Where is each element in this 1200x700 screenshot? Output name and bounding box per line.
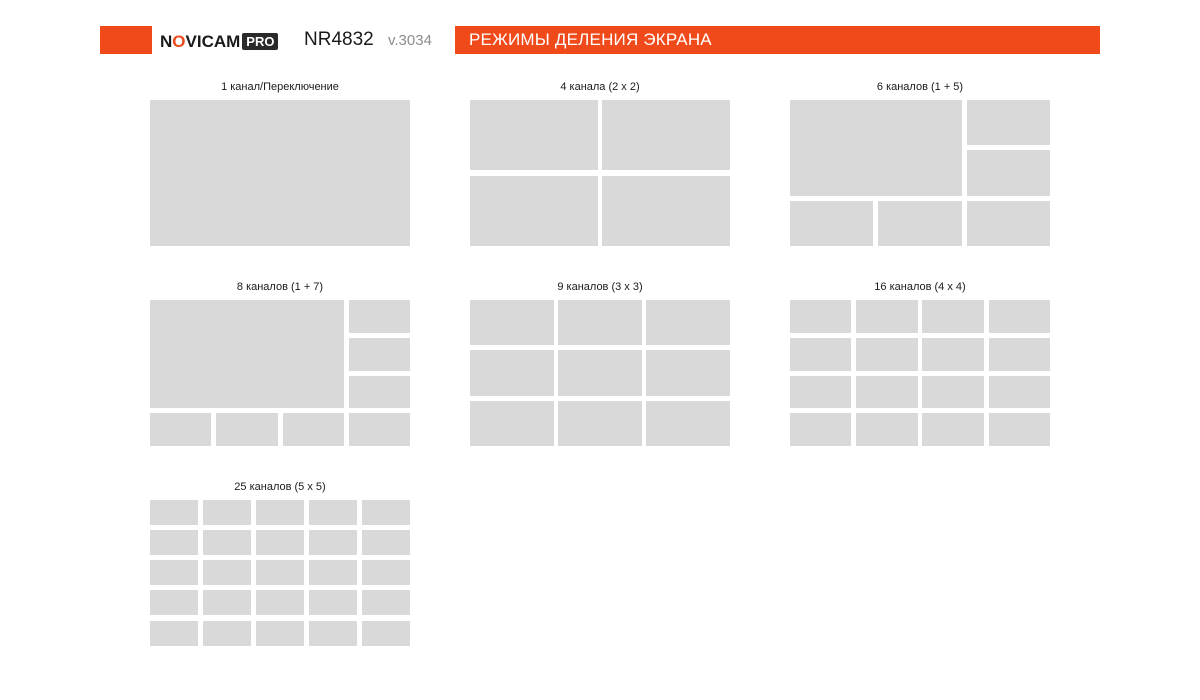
channel-tile-8-1	[150, 300, 344, 408]
model-number: NR4832	[304, 29, 374, 50]
channel-tile-25-6	[150, 530, 198, 555]
novicam-pro-logo: NOVICAM PRO	[160, 31, 279, 51]
layout-title-16: 16 каналов (4 х 4)	[874, 281, 966, 293]
channel-tile-25-21	[150, 621, 198, 646]
channel-tile-16-3	[922, 300, 984, 333]
channel-tile-9-2	[558, 300, 642, 345]
channel-tile-25-19	[309, 590, 357, 615]
channel-tile-8-7	[283, 413, 344, 446]
channel-tile-9-4	[470, 350, 554, 396]
channel-tile-8-5	[150, 413, 211, 446]
channel-tile-25-2	[203, 500, 251, 525]
channel-tile-16-10	[856, 376, 918, 408]
channel-tile-25-1	[150, 500, 198, 525]
channel-tile-6-2	[967, 100, 1050, 145]
channel-tile-16-13	[790, 413, 851, 446]
layout-title-25: 25 каналов (5 х 5)	[234, 481, 326, 493]
layout-title-4: 4 канала (2 х 2)	[560, 81, 640, 93]
page-title: РЕЖИМЫ ДЕЛЕНИЯ ЭКРАНА	[469, 30, 712, 49]
channel-tile-16-2	[856, 300, 918, 333]
channel-tile-8-4	[349, 376, 410, 408]
channel-tile-16-5	[790, 338, 851, 371]
channel-tile-8-6	[216, 413, 278, 446]
channel-tile-25-8	[256, 530, 304, 555]
channel-tile-25-10	[362, 530, 410, 555]
channel-tile-16-15	[922, 413, 984, 446]
channel-tile-9-5	[558, 350, 642, 396]
channel-tile-25-12	[203, 560, 251, 585]
channel-tile-9-6	[646, 350, 730, 396]
channel-tile-4-4	[602, 176, 730, 246]
channel-tile-6-5	[878, 201, 962, 246]
channel-tile-9-9	[646, 401, 730, 446]
channel-tile-6-3	[967, 150, 1050, 196]
channel-tile-4-2	[602, 100, 730, 170]
channel-tile-16-9	[790, 376, 851, 408]
channel-tile-16-11	[922, 376, 984, 408]
channel-tile-8-2	[349, 300, 410, 333]
channel-tile-9-7	[470, 401, 554, 446]
channel-tile-9-3	[646, 300, 730, 345]
channel-tile-25-17	[203, 590, 251, 615]
channel-tile-25-7	[203, 530, 251, 555]
firmware-version: v.3034	[388, 32, 432, 49]
channel-tile-16-8	[989, 338, 1050, 371]
channel-tile-9-8	[558, 401, 642, 446]
channel-tile-16-16	[989, 413, 1050, 446]
channel-tile-4-3	[470, 176, 598, 246]
channel-tile-25-13	[256, 560, 304, 585]
channel-tile-25-23	[256, 621, 304, 646]
header-accent-block	[100, 26, 152, 54]
channel-tile-1-1	[150, 100, 410, 246]
channel-tile-16-1	[790, 300, 851, 333]
layout-title-9: 9 каналов (3 х 3)	[557, 281, 643, 293]
channel-tile-16-12	[989, 376, 1050, 408]
channel-tile-16-14	[856, 413, 918, 446]
channel-tile-8-3	[349, 338, 410, 371]
channel-tile-6-1	[790, 100, 962, 196]
logo-pro-badge: PRO	[242, 32, 279, 50]
channel-tile-16-4	[989, 300, 1050, 333]
channel-tile-25-15	[362, 560, 410, 585]
layout-title-1: 1 канал/Переключение	[221, 81, 339, 93]
channel-tile-6-4	[790, 201, 873, 246]
channel-tile-9-1	[470, 300, 554, 345]
logo-letter-n: N	[160, 31, 173, 51]
channel-tile-25-5	[362, 500, 410, 525]
channel-tile-25-14	[309, 560, 357, 585]
channel-tile-4-1	[470, 100, 598, 170]
channel-tile-25-24	[309, 621, 357, 646]
channel-tile-25-9	[309, 530, 357, 555]
title-bar: РЕЖИМЫ ДЕЛЕНИЯ ЭКРАНА	[455, 26, 1100, 54]
channel-tile-25-25	[362, 621, 410, 646]
channel-tile-16-7	[922, 338, 984, 371]
channel-tile-6-6	[967, 201, 1050, 246]
channel-tile-25-18	[256, 590, 304, 615]
channel-tile-25-22	[203, 621, 251, 646]
channel-tile-25-3	[256, 500, 304, 525]
channel-tile-16-6	[856, 338, 918, 371]
logo-letters-vicam: VICAM	[185, 31, 241, 51]
logo-letter-o: O	[172, 31, 186, 51]
logo-wordmark: NOVICAM	[160, 33, 240, 50]
channel-tile-8-8	[349, 413, 410, 446]
layout-title-6: 6 каналов (1 + 5)	[876, 81, 964, 93]
channel-tile-25-20	[362, 590, 410, 615]
channel-tile-25-11	[150, 560, 198, 585]
channel-tile-25-4	[309, 500, 357, 525]
layout-title-8: 8 каналов (1 + 7)	[236, 281, 324, 293]
channel-tile-25-16	[150, 590, 198, 615]
